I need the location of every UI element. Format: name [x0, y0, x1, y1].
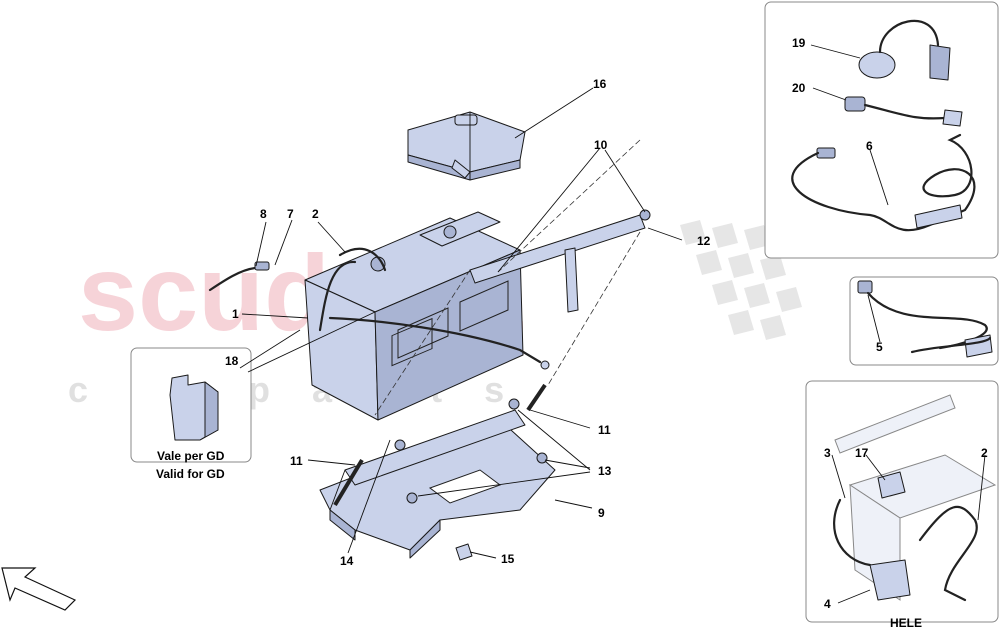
- inset-part-18: [130, 347, 252, 463]
- leader-lines: [239, 44, 986, 604]
- callout-6: 6: [866, 139, 873, 153]
- callout-20: 20: [792, 81, 806, 95]
- callout-13: 13: [598, 464, 612, 478]
- callout-10: 10: [594, 138, 608, 152]
- note-valid-for-gd: Valid for GD: [156, 467, 225, 481]
- clip-15: [455, 543, 473, 561]
- callout-18: 18: [225, 354, 239, 368]
- callout-17: 17: [855, 446, 869, 460]
- bolts-13: [394, 398, 548, 504]
- callout-19: 19: [792, 36, 806, 50]
- callout-3: 3: [824, 446, 831, 460]
- callout-2-hele: 2: [981, 446, 988, 460]
- callout-11-left: 11: [290, 454, 303, 468]
- inset-cable-5: [849, 276, 999, 366]
- callout-8: 8: [260, 207, 267, 221]
- note-hele: HELE: [890, 616, 922, 629]
- battery-tray-9: [319, 409, 556, 559]
- alignment-lines: [374, 139, 641, 416]
- callout-11-right: 11: [598, 423, 611, 437]
- callout-15: 15: [501, 552, 515, 566]
- rod-11: [333, 383, 547, 507]
- callout-14: 14: [340, 554, 354, 568]
- callout-4: 4: [824, 597, 831, 611]
- battery-cables: [208, 247, 550, 370]
- control-module-16: [407, 111, 526, 181]
- note-vale-per-gd: Vale per GD: [157, 449, 225, 463]
- direction-arrow-icon: [1, 567, 77, 611]
- checker-flag-graphic: [680, 220, 802, 340]
- callout-12: 12: [697, 234, 711, 248]
- callout-1: 1: [232, 307, 239, 321]
- callout-9: 9: [598, 506, 605, 520]
- hold-down-bar-12: [469, 209, 651, 313]
- inset-hele: [805, 380, 999, 623]
- callout-5: 5: [876, 340, 883, 354]
- callouts: 16 10 12 8 7 2 1 18 11 11 13 9 14 15 19 …: [225, 36, 988, 611]
- callout-16: 16: [593, 77, 607, 91]
- inset-charger-cables: [764, 1, 999, 259]
- callout-2: 2: [312, 207, 319, 221]
- callout-7: 7: [287, 207, 294, 221]
